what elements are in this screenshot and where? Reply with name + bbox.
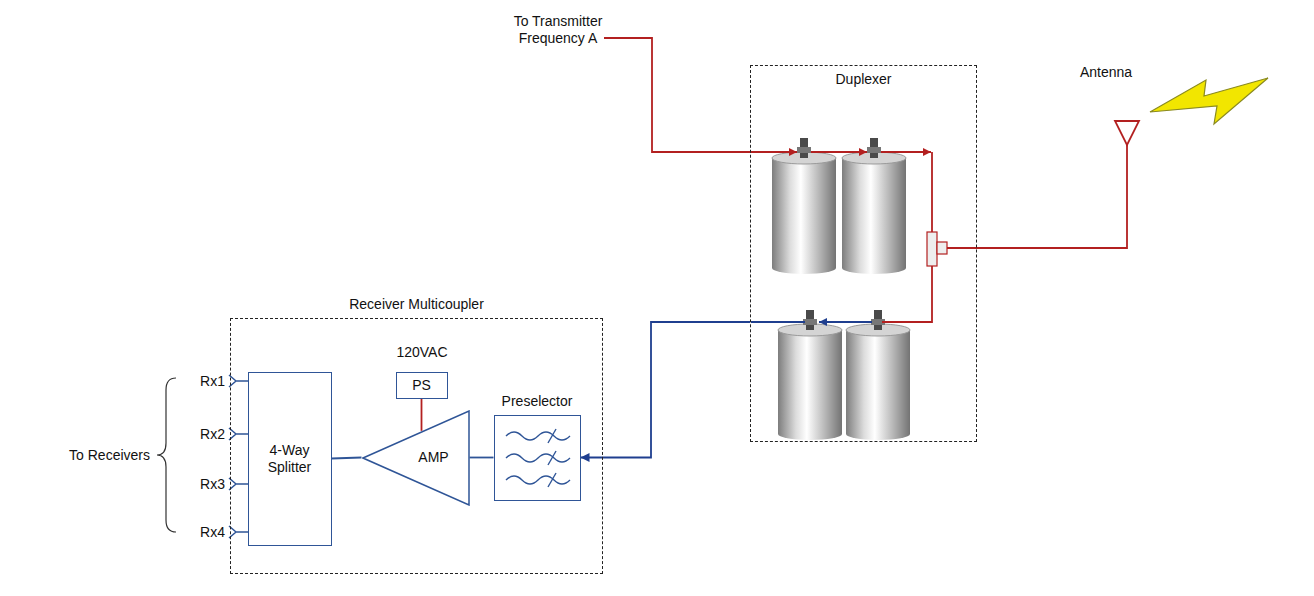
- cavity-connector: [803, 319, 817, 325]
- signal-connector: [581, 322, 751, 458]
- filter-tick: [548, 473, 556, 487]
- tee-body: [927, 232, 937, 266]
- cavity-wire: [819, 321, 872, 323]
- cavity-body: [842, 158, 906, 268]
- cavity-base: [778, 428, 842, 440]
- group-heading: Preselector: [502, 393, 573, 410]
- signal-connector: [332, 458, 362, 459]
- cavity-body: [846, 330, 910, 434]
- port-label: Rx2: [200, 426, 225, 443]
- cavity-body: [778, 330, 842, 434]
- antenna-symbol: [1115, 121, 1139, 145]
- filter-wave: [506, 432, 570, 440]
- cavity-base: [842, 262, 906, 274]
- port-connector: [229, 478, 248, 490]
- port-label: Rx3: [200, 476, 225, 493]
- cavity-filter: [846, 310, 910, 440]
- preselector-box: Preselector: [494, 415, 581, 501]
- cavity-connector: [867, 147, 881, 153]
- power-label: 120VAC: [396, 344, 447, 361]
- group-heading: Receiver Multicoupler: [349, 296, 484, 313]
- cavity-wire: [881, 151, 931, 153]
- filter-tick: [548, 451, 556, 465]
- brace: [157, 378, 176, 532]
- port-connector: [229, 375, 248, 387]
- filter-tick: [548, 429, 556, 443]
- cavity-wire: [811, 151, 867, 153]
- receiver-ports: [229, 375, 248, 538]
- node-label: AMP: [418, 449, 448, 466]
- amplifier-triangle: AMP: [362, 410, 470, 506]
- cavity-base: [846, 428, 910, 440]
- antenna-feed: [947, 145, 1127, 248]
- amplifier-outline: [363, 411, 469, 505]
- cavity-body: [772, 158, 836, 268]
- cavity-filter: [778, 310, 842, 440]
- port-connector: [229, 526, 248, 538]
- transmitter-label: To Transmitter Frequency A: [503, 13, 613, 47]
- transmit-wire: [604, 38, 797, 152]
- cavity-connector: [797, 147, 811, 153]
- cavity-base: [772, 262, 836, 274]
- receive-wire: [751, 321, 805, 323]
- signal-connector: [421, 399, 423, 431]
- signal-connector: [470, 457, 494, 459]
- node-label: PS: [412, 377, 431, 394]
- tee-connector: [927, 232, 947, 266]
- filter-wave: [506, 476, 570, 484]
- cavity-filter: [842, 138, 906, 274]
- cavity-filter: [772, 138, 836, 274]
- tee-port: [937, 242, 947, 254]
- node-label: 4-Way Splitter: [255, 442, 325, 476]
- duplexer-group: Duplexer: [750, 65, 977, 442]
- filter-symbol: [506, 429, 570, 487]
- group-heading: Duplexer: [751, 71, 976, 88]
- tee-wire: [931, 152, 933, 232]
- splitter-box: 4-Way Splitter: [248, 372, 332, 546]
- amplifier-outline: [362, 410, 470, 506]
- power-supply-box: PS: [396, 372, 448, 399]
- port-label: Rx1: [200, 373, 225, 390]
- receivers-label: To Receivers: [69, 447, 150, 464]
- lightning-bolt: [1150, 78, 1268, 124]
- filter-wave: [506, 454, 570, 462]
- port-label: Rx4: [200, 524, 225, 541]
- antenna-label: Antenna: [1080, 64, 1132, 81]
- receive-wire: [882, 266, 932, 322]
- port-connector: [229, 428, 248, 440]
